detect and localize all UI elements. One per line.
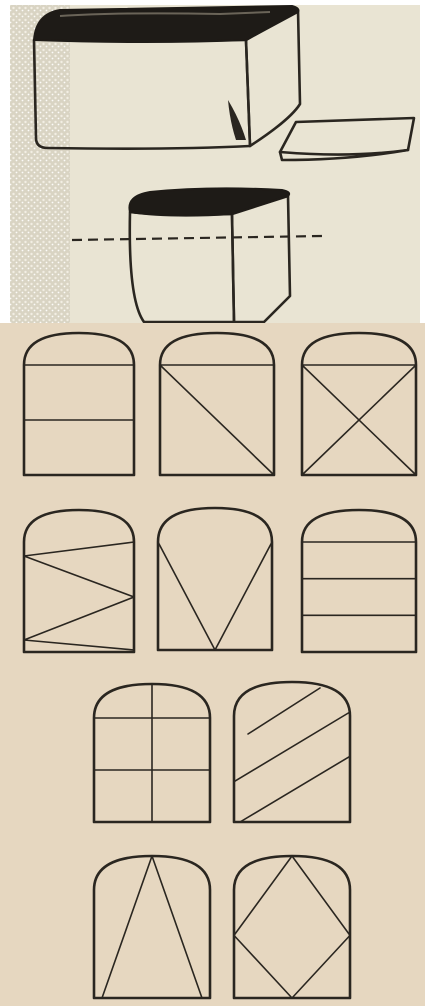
left-speckle-strip bbox=[10, 5, 70, 323]
illustration-panel bbox=[10, 5, 420, 323]
bottom-paper-background bbox=[0, 323, 425, 1006]
top-paper-background bbox=[10, 5, 420, 323]
